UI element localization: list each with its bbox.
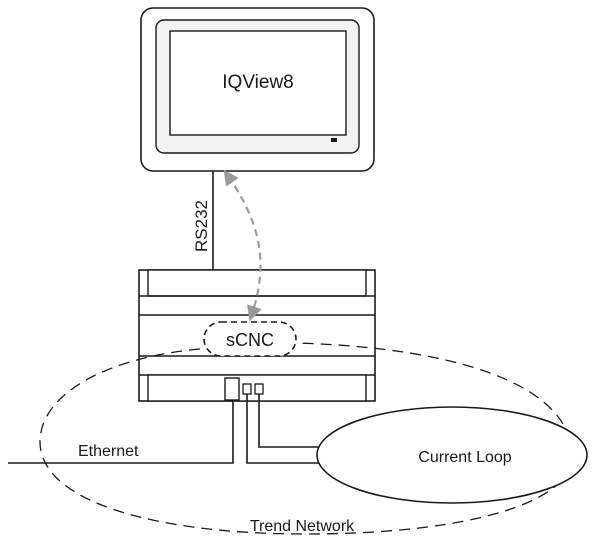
current-loop-link: Current Loop	[246, 394, 588, 504]
ethernet-link: Ethernet	[8, 400, 234, 464]
current-loop-terminal-a	[242, 383, 252, 395]
trend-network-label: Trend Network	[250, 518, 355, 535]
scnc-callout-bubble	[203, 321, 297, 357]
ethernet-label: Ethernet	[78, 443, 139, 460]
current-loop-wire-b	[258, 394, 322, 448]
scnc-label: sCNC	[226, 330, 274, 350]
current-loop-wire-a	[246, 394, 336, 464]
display-label: IQView8	[222, 72, 293, 93]
rs232-link: RS232	[192, 171, 219, 282]
display-indicator	[331, 138, 337, 142]
current-loop-ellipse	[316, 406, 588, 504]
current-loop-label: Current Loop	[418, 449, 511, 466]
iqview8-display: IQView8	[140, 7, 375, 172]
scnc-controller: sCNC	[138, 269, 376, 402]
current-loop-terminal-b	[254, 383, 264, 395]
trend-network-boundary	[39, 342, 573, 535]
ethernet-port	[224, 377, 240, 401]
ethernet-cable	[8, 400, 234, 464]
rs232-label: RS232	[192, 200, 211, 252]
logical-link-arrow	[223, 169, 262, 322]
display-screen	[169, 30, 347, 136]
